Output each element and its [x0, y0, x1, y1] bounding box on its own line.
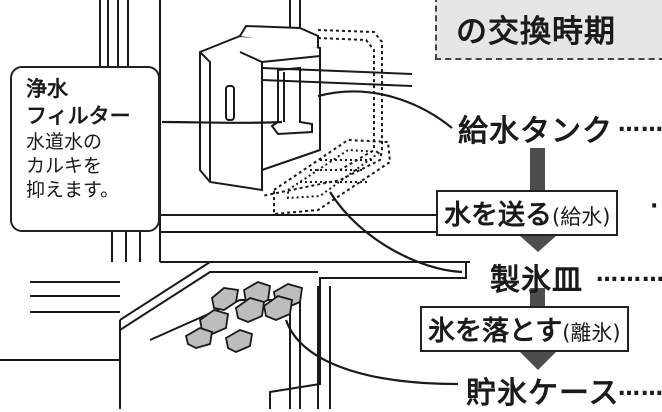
leader-tray: [329, 191, 463, 274]
ice-cube: [235, 297, 266, 323]
step-release-paren: (離氷): [562, 321, 621, 345]
step-supply-paren: (給水): [552, 205, 611, 229]
filter-callout: 浄水 フィルター 水道水の カルキを 抑えます。: [10, 66, 160, 232]
step-release-box: 氷を落とす(離氷): [420, 306, 629, 352]
flow-arrow-head: [520, 236, 556, 252]
leader-case: [284, 319, 459, 386]
rail: [261, 67, 413, 75]
step-release-main: 氷を落とす: [428, 316, 563, 347]
step-supply-box: 水を送る(給水): [436, 190, 619, 236]
callout-title-line1: 浄水: [26, 77, 68, 101]
water-tank-front: [199, 51, 211, 182]
case-leader-dots: ……: [618, 376, 662, 401]
tank-label: 給水タンク: [458, 114, 613, 149]
callout-desc-line2: カルキを: [26, 155, 103, 177]
ice-cube: [211, 287, 240, 311]
tank-dotted-outline: [261, 29, 383, 197]
callout-title-line2: フィルター: [26, 104, 131, 128]
header-banner: [435, 0, 662, 60]
step-supply-main: 水を送る: [444, 200, 552, 231]
case-label: 貯氷ケース: [466, 376, 620, 411]
water-tank: [199, 34, 321, 192]
flow-arrow-shaft: [530, 288, 545, 310]
ice-cube: [224, 329, 254, 353]
callout-desc-line3: 抑えます。: [26, 179, 120, 201]
supply-dot: ·: [650, 194, 660, 219]
flow-arrow-shaft: [530, 148, 545, 198]
flow-arrow-head: [520, 352, 556, 370]
tray-label: 製氷皿: [490, 263, 583, 298]
callout-desc-line1: 水道水の: [26, 131, 103, 153]
ice-cube: [263, 295, 294, 321]
tank-inner: [261, 55, 321, 63]
tray-leader-dots: ………: [596, 262, 662, 287]
water-tank-lid: [239, 24, 319, 48]
tank-edge: [239, 51, 263, 63]
tank-leader-dots: ……: [618, 112, 662, 137]
ice-cube: [184, 327, 214, 349]
leader-tank: [317, 90, 453, 129]
rail: [261, 79, 413, 87]
header-title: の交換時期: [456, 14, 616, 50]
leader-filter: [161, 120, 283, 124]
tank-window: [225, 85, 235, 121]
